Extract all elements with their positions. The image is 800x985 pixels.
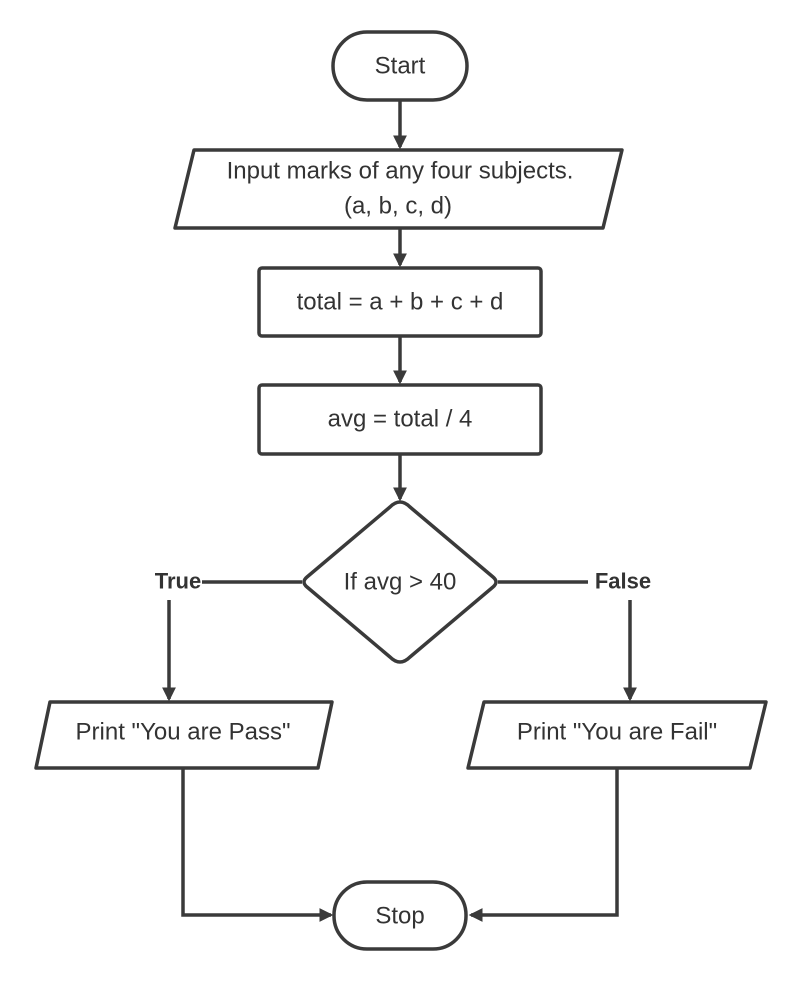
total-label: total = a + b + c + d [297, 289, 504, 316]
fail-output-node: Print "You are Fail" [466, 700, 768, 770]
start-label: Start [375, 53, 426, 80]
false-branch-label: False [595, 569, 651, 594]
start-node: Start [331, 30, 469, 102]
avg-label: avg = total / 4 [328, 406, 473, 433]
input-node: Input marks of any four subjects. (a, b,… [173, 148, 624, 230]
connectors [162, 100, 637, 922]
edge-pass-to-stop [181, 768, 334, 922]
stop-label: Stop [375, 903, 424, 930]
decision-node: If avg > 40 [302, 500, 498, 664]
avg-process-node: avg = total / 4 [257, 383, 543, 456]
input-label-line1: Input marks of any four subjects. [227, 158, 574, 185]
input-label-line2: (a, b, c, d) [344, 193, 452, 220]
stop-node: Stop [332, 880, 468, 951]
true-branch-label: True [155, 569, 201, 594]
pass-output-node: Print "You are Pass" [34, 700, 334, 770]
edge-fail-to-stop [468, 768, 619, 922]
pass-label: Print "You are Pass" [76, 719, 291, 746]
fail-label: Print "You are Fail" [517, 719, 717, 746]
total-process-node: total = a + b + c + d [257, 266, 543, 338]
decision-label: If avg > 40 [344, 569, 457, 596]
